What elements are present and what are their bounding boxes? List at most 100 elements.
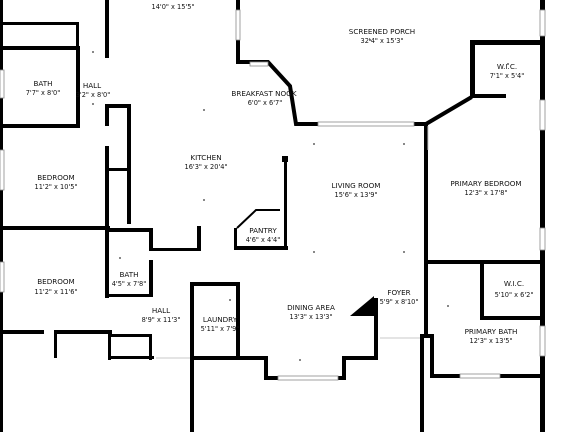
wall <box>110 356 154 359</box>
laundry-dims: 5'11" x 7'9" <box>201 325 240 333</box>
wall <box>149 248 199 251</box>
window <box>539 325 546 357</box>
wall <box>234 246 288 250</box>
wall <box>342 356 378 360</box>
wall <box>149 334 152 360</box>
wall <box>105 228 109 298</box>
primary-bedroom-dims: 12'3" x 17'8" <box>465 189 508 197</box>
wall <box>108 334 152 337</box>
bedroom-1-dims: 11'2" x 10'5" <box>35 183 78 191</box>
wall <box>342 356 346 380</box>
wall <box>0 46 80 50</box>
window <box>277 375 339 381</box>
primary-bedroom-label: PRIMARY BEDROOM <box>450 179 521 188</box>
wall <box>56 330 112 334</box>
room-labels: 14'0" x 15'5" SCREENED PORCH 32'4" x 15'… <box>26 3 534 345</box>
bath-1-dims: 7'7" x 8'0" <box>26 89 61 97</box>
dining-area-dims: 13'3" x 13'3" <box>290 313 333 321</box>
primary-bath-label: PRIMARY BATH <box>465 327 518 336</box>
wall <box>105 104 131 108</box>
wall <box>480 260 484 318</box>
wic-2-label: W.I.C. <box>504 279 524 288</box>
wall <box>54 330 57 358</box>
window <box>459 373 501 379</box>
hall-2-label: HALL <box>152 306 170 315</box>
wall <box>0 226 110 230</box>
kitchen-label: KITCHEN <box>190 153 221 162</box>
dot <box>92 103 94 105</box>
wall <box>470 40 544 45</box>
dot <box>447 305 449 307</box>
wall <box>282 156 288 162</box>
wall <box>105 0 109 58</box>
wall <box>236 282 240 358</box>
dot <box>229 299 231 301</box>
wall <box>105 104 109 126</box>
bath-2-dims: 4'5" x 7'8" <box>112 280 147 288</box>
wall <box>149 260 153 297</box>
window <box>235 9 241 41</box>
dot <box>403 143 405 145</box>
wall <box>420 334 424 432</box>
window <box>249 61 269 67</box>
wall <box>480 260 544 264</box>
reference-dots <box>92 39 509 361</box>
dot <box>299 359 301 361</box>
wall <box>480 316 544 320</box>
window <box>317 121 415 127</box>
wall <box>424 334 434 338</box>
wic-1-dims: 7'1" x 5'4" <box>490 72 525 80</box>
hall-2-dims: 8'9" x 11'3" <box>142 316 181 324</box>
window <box>539 9 546 37</box>
wall <box>430 374 462 378</box>
bedroom-2-label: BEDROOM <box>37 277 75 286</box>
wall <box>149 228 153 248</box>
breakfast-nook-dims: 6'0" x 6'7" <box>248 99 283 107</box>
pantry-dims: 4'6" x 4'4" <box>246 236 281 244</box>
wall <box>470 40 475 98</box>
door-openings <box>156 126 429 359</box>
bedroom-2-dims: 11'2" x 11'6" <box>35 288 78 296</box>
wall <box>350 296 374 316</box>
wall <box>236 209 280 229</box>
screened-porch-label: SCREENED PORCH <box>349 27 415 36</box>
wall <box>424 122 428 338</box>
wall <box>197 226 201 251</box>
window <box>0 69 5 99</box>
wall <box>194 356 266 360</box>
wall <box>430 334 434 378</box>
laundry-label: LAUNDRY <box>203 315 238 324</box>
wall <box>76 50 80 128</box>
bath-1-label: BATH <box>33 79 52 88</box>
bedroom-1-label: BEDROOM <box>37 173 75 182</box>
wall <box>190 282 240 286</box>
wall <box>540 0 545 432</box>
wall <box>127 104 131 224</box>
walls <box>0 0 545 432</box>
top-room-dims: 14'0" x 15'5" <box>152 3 195 11</box>
window <box>0 149 5 191</box>
wall <box>105 168 129 171</box>
dot <box>203 109 205 111</box>
breakfast-nook-label: BREAKFAST NOOK <box>231 89 296 98</box>
hall-1-dims: 3'2" x 8'0" <box>76 91 111 99</box>
wall <box>500 374 544 378</box>
wall <box>284 160 287 250</box>
wall <box>423 95 473 127</box>
wall <box>105 146 109 230</box>
window <box>0 261 5 293</box>
dot <box>313 251 315 253</box>
living-room-dims: 15'6" x 13'9" <box>335 191 378 199</box>
wall <box>105 228 153 232</box>
wall <box>0 0 3 432</box>
wall <box>234 228 237 250</box>
bath-2-label: BATH <box>119 270 138 279</box>
wall <box>105 294 153 297</box>
wall <box>76 22 79 50</box>
window <box>539 227 546 251</box>
wall <box>0 22 76 25</box>
hall-1-label: HALL <box>83 81 101 90</box>
living-room-label: LIVING ROOM <box>332 181 381 190</box>
dot <box>313 143 315 145</box>
